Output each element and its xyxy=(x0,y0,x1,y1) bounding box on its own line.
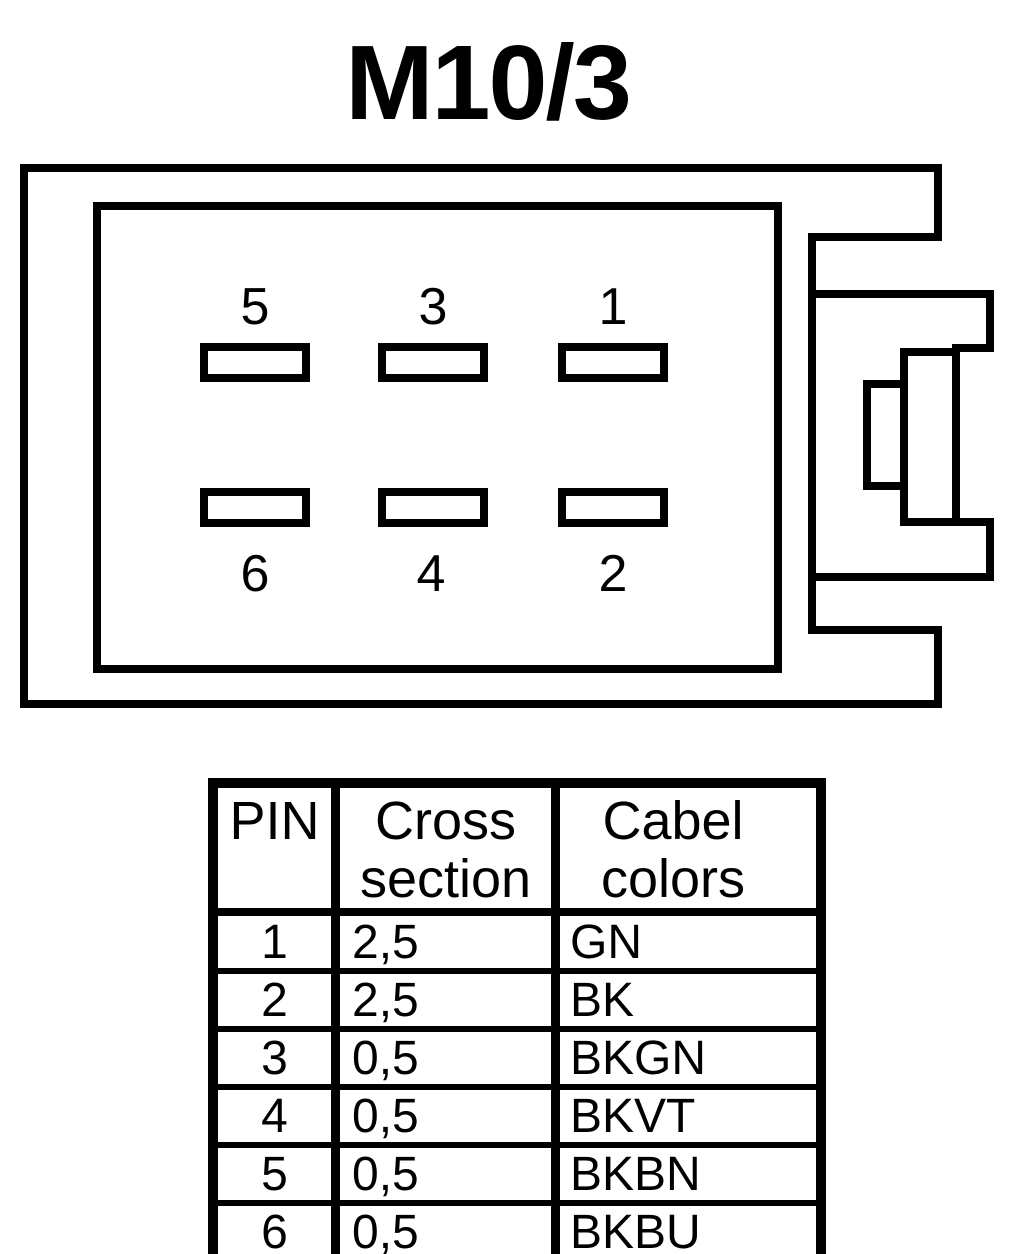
cell-color: BKBU xyxy=(552,1200,824,1254)
pinout-table: PIN Cross section Cabel colors 1 2,5 GN … xyxy=(208,778,826,1254)
cell-pin: 3 xyxy=(210,1026,340,1090)
table-row: 1 2,5 GN xyxy=(210,909,824,974)
cell-color: BKBN xyxy=(552,1142,824,1206)
pin-slot-3 xyxy=(378,343,488,382)
cell-cross: 0,5 xyxy=(332,1026,560,1090)
pin-slot-1 xyxy=(558,343,668,382)
latch-small-rect xyxy=(863,380,908,490)
table-row: 4 0,5 BKVT xyxy=(210,1084,824,1148)
cell-color: BKVT xyxy=(552,1084,824,1148)
cell-cross: 0,5 xyxy=(332,1200,560,1254)
cell-pin: 5 xyxy=(210,1142,340,1206)
pin-label-4: 4 xyxy=(417,545,446,603)
latch-inner-rect xyxy=(900,348,960,526)
header-pin: PIN xyxy=(210,780,340,916)
pin-label-1: 1 xyxy=(599,278,628,336)
cell-cross: 0,5 xyxy=(332,1084,560,1148)
table-row: 3 0,5 BKGN xyxy=(210,1026,824,1090)
cell-pin: 1 xyxy=(210,909,340,974)
cell-pin: 2 xyxy=(210,968,340,1032)
cell-pin: 6 xyxy=(210,1200,340,1254)
connector-cavity xyxy=(93,202,782,673)
pin-slot-6 xyxy=(200,488,310,527)
table-row: 6 0,5 BKBU xyxy=(210,1200,824,1254)
cell-pin: 4 xyxy=(210,1084,340,1148)
connector-diagram: 5 3 1 6 4 2 xyxy=(20,164,994,708)
pin-slot-4 xyxy=(378,488,488,527)
table-header-row: PIN Cross section Cabel colors xyxy=(210,780,824,916)
header-cable-colors: Cabel colors xyxy=(552,780,824,916)
connector-title: M10/3 xyxy=(345,24,632,142)
pin-label-3: 3 xyxy=(419,278,448,336)
pin-label-6: 6 xyxy=(241,545,270,603)
pin-slot-2 xyxy=(558,488,668,527)
table-row: 2 2,5 BK xyxy=(210,968,824,1032)
header-cross-section: Cross section xyxy=(332,780,560,916)
pin-label-2: 2 xyxy=(599,545,628,603)
cell-cross: 2,5 xyxy=(332,909,560,974)
cell-color: GN xyxy=(552,909,824,974)
pin-slot-5 xyxy=(200,343,310,382)
cell-cross: 2,5 xyxy=(332,968,560,1032)
pin-label-5: 5 xyxy=(241,278,270,336)
cell-cross: 0,5 xyxy=(332,1142,560,1206)
cell-color: BKGN xyxy=(552,1026,824,1090)
connector-shell-outline xyxy=(20,164,942,708)
cell-color: BK xyxy=(552,968,824,1032)
table-row: 5 0,5 BKBN xyxy=(210,1142,824,1206)
